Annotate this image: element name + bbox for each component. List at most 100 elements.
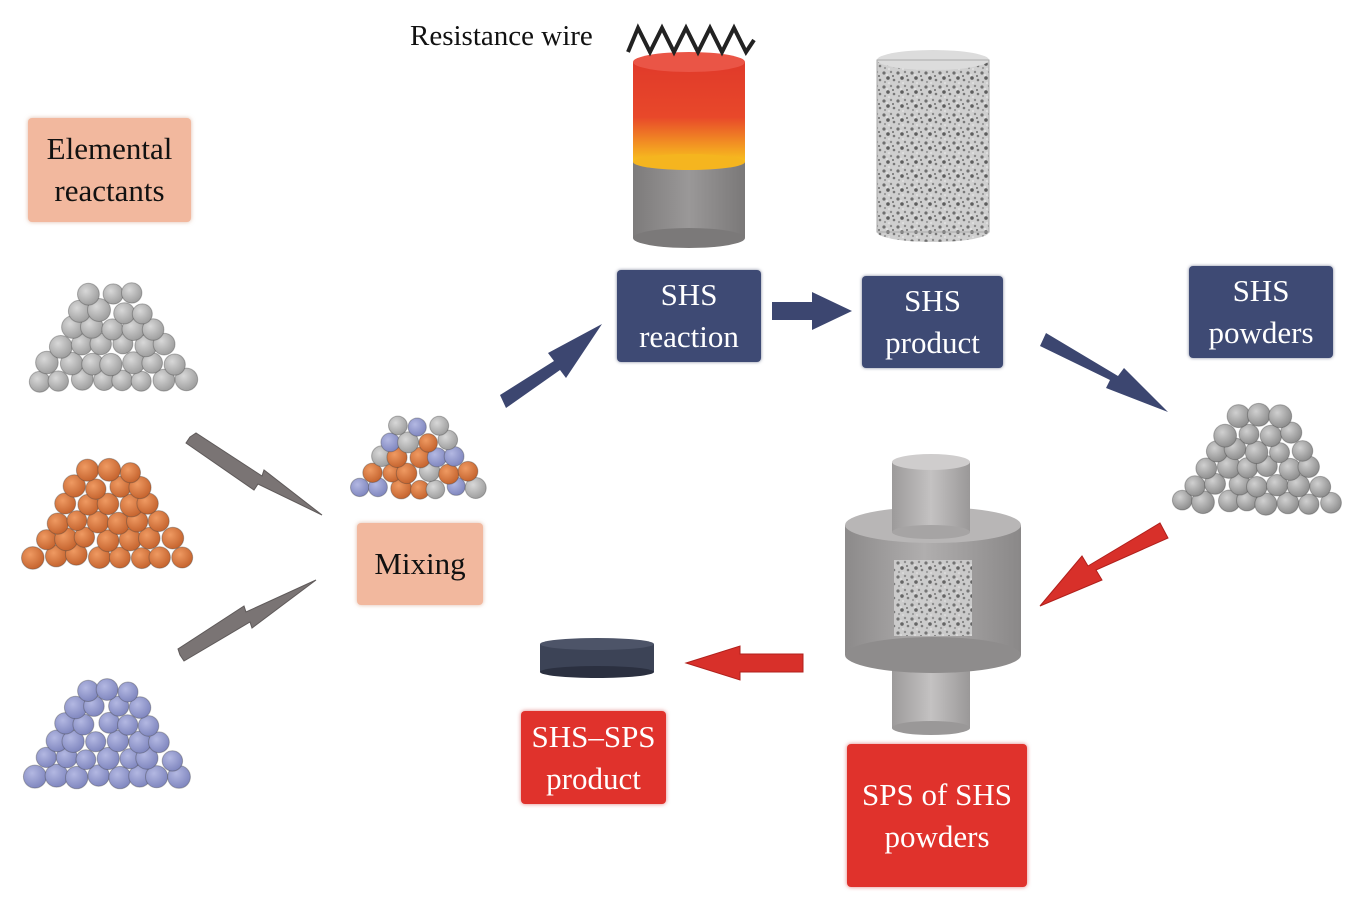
powder-particle (1269, 442, 1290, 464)
powder-particle (1309, 475, 1332, 498)
powder-particle (350, 477, 370, 498)
powder-particle (1280, 421, 1303, 444)
powder-particle (99, 352, 123, 377)
powder-particle (28, 370, 51, 393)
powder-particle (131, 303, 153, 325)
powder-particle (35, 350, 59, 375)
powder-particle (77, 679, 100, 703)
powder-particle (85, 478, 107, 500)
elemental-reactants-label: Elemental reactants (28, 118, 191, 222)
powder-particle (1320, 491, 1342, 514)
powder-particle (1259, 424, 1283, 448)
powder-particle (128, 696, 152, 719)
powder-particle (148, 731, 170, 754)
sps-line1: SPS of SHS (862, 776, 1012, 812)
powder-particle (161, 750, 184, 772)
powder-particle (395, 462, 418, 485)
powder-particle (137, 715, 160, 737)
shs-powders-line1: SHS (1232, 273, 1290, 309)
powder-particle (75, 749, 97, 770)
shs-sps-product-label: SHS–SPS product (521, 711, 666, 804)
shs-product-label: SHS product (862, 276, 1003, 368)
shs-reaction-line2: reaction (639, 319, 739, 354)
shs-reaction-cylinder (633, 52, 745, 248)
shs-reaction-label: SHS reaction (617, 270, 761, 362)
mixed-powder-pile (350, 415, 487, 500)
shs-product-line1: SHS (904, 283, 961, 319)
arrow-mixing-to-reaction (500, 324, 602, 408)
powder-particle (380, 432, 401, 453)
powder-particle (62, 474, 87, 498)
powder-particle (171, 546, 194, 569)
shs-product-line2: product (885, 325, 980, 360)
blue-reactant-powder-pile (22, 678, 191, 790)
arrow-grey-top-to-mixing (185, 432, 323, 516)
resistance-wire-zigzag (626, 23, 756, 57)
powder-particle (418, 433, 439, 453)
shs-powder-pile (1171, 402, 1342, 516)
powder-particle (102, 283, 124, 305)
powder-particle (113, 302, 136, 325)
powder-particle (457, 460, 479, 482)
powder-particle (119, 462, 141, 484)
powder-particle (141, 318, 165, 341)
arrow-product-to-powders (1040, 333, 1168, 412)
powder-particle (1246, 476, 1268, 498)
powder-particle (117, 681, 139, 703)
arrow-grey-bottom-to-mixing (177, 579, 317, 662)
powder-particle (1246, 402, 1271, 427)
shs-sps-line1: SHS–SPS (531, 718, 656, 754)
shs-sps-product-disc (540, 638, 654, 678)
powder-particle (65, 765, 89, 790)
powder-particle (437, 429, 459, 451)
powder-particle (407, 417, 427, 437)
powder-particle (1195, 457, 1218, 480)
powder-particle (106, 729, 130, 753)
powder-particle (148, 546, 171, 569)
powder-particle (1213, 423, 1237, 448)
powder-particle (46, 512, 69, 535)
powder-particle (66, 510, 88, 532)
powder-particle (163, 353, 186, 376)
sps-of-shs-powders-label: SPS of SHS powders (847, 744, 1027, 887)
mixing-text: Mixing (374, 546, 466, 582)
powder-particle (97, 457, 122, 482)
powder-particle (1254, 492, 1278, 516)
mixing-label: Mixing (357, 523, 483, 605)
powder-particle (1298, 493, 1320, 515)
powder-particle (147, 510, 170, 533)
shs-product-cylinder (876, 50, 990, 242)
powder-particle (47, 370, 69, 392)
powder-particle (1226, 404, 1251, 429)
powder-particle (48, 335, 73, 359)
arrow-reaction-to-product (772, 292, 852, 330)
powder-particle (1238, 423, 1260, 445)
powder-particle (108, 546, 131, 569)
shs-powders-label: SHS powders (1189, 266, 1333, 358)
powder-particle (161, 526, 185, 550)
sps-die-assembly (845, 454, 1021, 735)
powder-particle (138, 526, 161, 550)
sps-line2: powders (884, 818, 990, 854)
powder-particle (425, 479, 446, 500)
powder-particle (96, 746, 120, 771)
powder-particle (77, 282, 100, 306)
orange-reactant-powder-pile (21, 457, 194, 570)
powder-particle (429, 415, 450, 436)
powder-particle (1244, 440, 1269, 465)
resistance-wire-label: Resistance wire (410, 20, 593, 52)
arrow-sps-to-product (684, 645, 804, 681)
powder-particle (21, 546, 45, 570)
powder-particle (1268, 404, 1293, 429)
powder-particle (96, 492, 120, 516)
powder-particle (388, 415, 408, 436)
powder-particle (87, 298, 111, 322)
shs-powders-line2: powders (1208, 315, 1314, 350)
powder-particle (174, 367, 199, 392)
powder-particle (152, 368, 176, 392)
shs-reaction-line1: SHS (660, 277, 718, 313)
powder-particle (75, 458, 100, 482)
powder-particle (54, 492, 77, 515)
powder-particle (85, 731, 107, 753)
